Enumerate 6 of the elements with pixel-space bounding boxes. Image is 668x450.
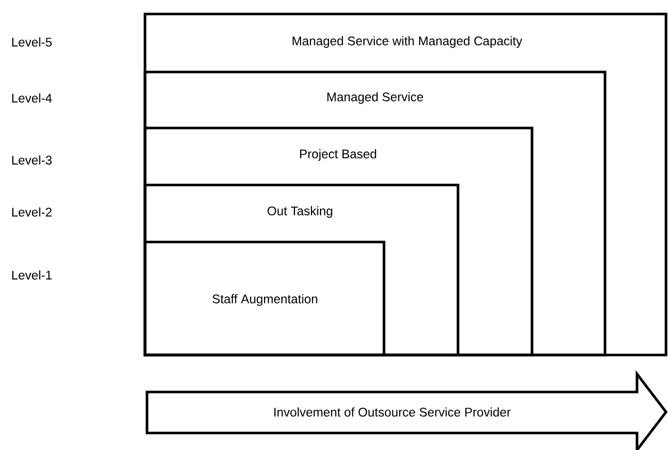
level-label: Level-5: [12, 37, 52, 47]
level-label: Level-4: [12, 93, 52, 103]
level-label: Level-1: [12, 270, 52, 280]
level-box: Staff Augmentation: [144, 240, 386, 356]
level-label: Level-3: [12, 155, 52, 165]
level-label: Level-2: [12, 207, 52, 217]
